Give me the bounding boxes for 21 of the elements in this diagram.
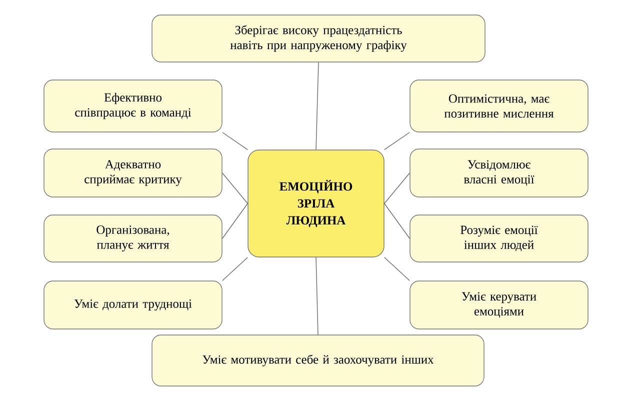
attribute-box: Організована, планує життя: [44, 214, 222, 262]
connector-line: [384, 203, 410, 239]
attribute-box: Адекватно сприймає критику: [44, 148, 222, 198]
attribute-box: Уміє долати труднощі: [44, 280, 222, 330]
connector-line: [222, 172, 248, 204]
connector-line: [384, 257, 410, 281]
attribute-box: Усвідомлює власні емоції: [410, 148, 588, 198]
attribute-box: Розуміє емоції інших людей: [410, 214, 588, 262]
attribute-box: Уміє керувати емоціями: [410, 280, 588, 330]
connector-line: [384, 172, 410, 204]
connector-line: [316, 62, 319, 150]
connector-line: [316, 257, 318, 335]
connector-line: [222, 257, 248, 281]
attribute-box: Оптимістична, має позитивне мислення: [410, 80, 588, 132]
attribute-box: Ефективно співпрацює в команді: [44, 80, 222, 132]
attribute-box: Зберігає високу працездатність навіть при напруженому графіку: [152, 14, 486, 62]
central-box: ЕМОЦІЙНО ЗРІЛА ЛЮДИНА: [248, 150, 384, 258]
attribute-box: Уміє мотивувати себе й заохочувати інших: [152, 334, 484, 386]
connector-line: [384, 132, 410, 150]
connector-line: [222, 132, 248, 150]
connector-line: [222, 203, 248, 239]
